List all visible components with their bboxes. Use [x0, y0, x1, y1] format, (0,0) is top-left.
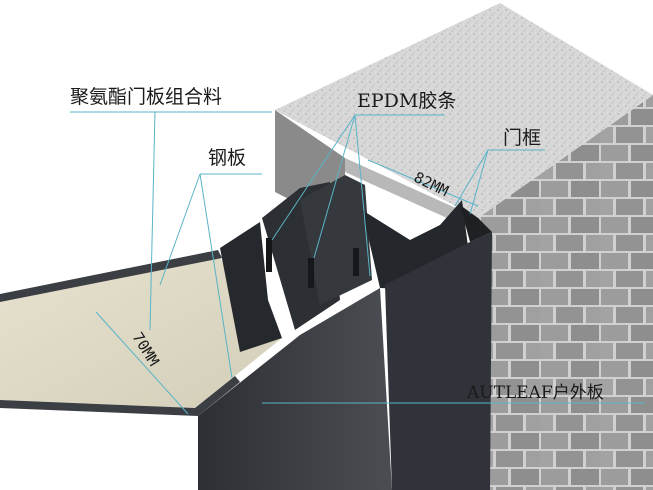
- leader-epdm-2: [313, 114, 356, 259]
- label-door-frame: 门框: [503, 127, 542, 149]
- dimension-line-70: [95, 311, 189, 415]
- frame-jamb: [385, 232, 492, 490]
- leader-steel-1: [159, 173, 201, 286]
- door-leaf-face: [198, 288, 392, 490]
- leader-steel-2: [199, 173, 233, 379]
- leader-frame-2: [469, 149, 489, 215]
- brick-wall: [478, 95, 653, 490]
- frame-profile-left: [220, 222, 282, 352]
- wall-return-top: [345, 158, 478, 232]
- frame-jamb-edge: [460, 205, 492, 242]
- label-outer-leaf: AUTLEAF户外板: [467, 383, 604, 403]
- insulation-core: [0, 258, 282, 408]
- leader-epdm-3: [354, 114, 371, 277]
- leader-lines: [70, 111, 645, 404]
- label-polyurethane-composite: 聚氨酯门板组合料: [70, 86, 223, 108]
- wall-top-surface: [275, 3, 653, 218]
- leader-epdm-1: [271, 114, 356, 241]
- label-epdm-strip: EPDM胶条: [357, 90, 457, 112]
- epdm-strip-2: [308, 258, 314, 288]
- epdm-strip-3: [353, 248, 359, 276]
- steel-skin-top: [0, 250, 222, 302]
- leader-polyurethane-drop: [149, 111, 156, 331]
- epdm-strip-1: [266, 238, 272, 272]
- leader-frame-1: [454, 149, 489, 207]
- label-steel-plate: 钢板: [208, 147, 247, 169]
- steel-skin-bottom: [0, 376, 240, 416]
